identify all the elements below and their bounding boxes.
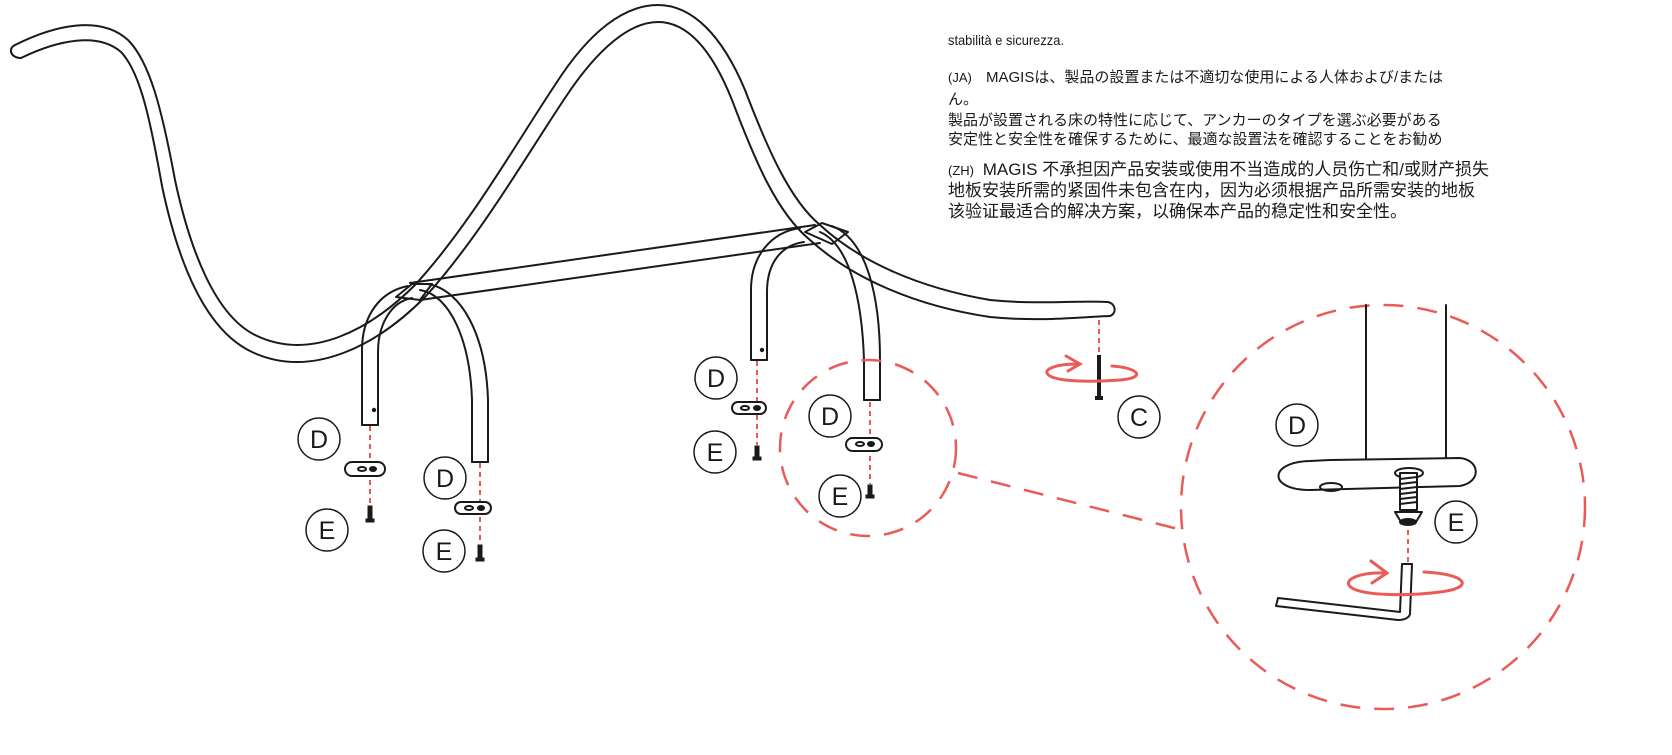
enlarged-screw bbox=[1394, 472, 1423, 526]
label-circle-d2 bbox=[423, 456, 467, 500]
frame-main-tube bbox=[9, 4, 1116, 363]
label-e3: E bbox=[707, 439, 724, 467]
label-circle-d4 bbox=[808, 394, 852, 438]
part-label-letters: D E D E D E D E C D E bbox=[310, 365, 1464, 566]
label-d3: D bbox=[707, 365, 725, 393]
label-d2: D bbox=[436, 465, 454, 493]
detail-circle-small bbox=[778, 358, 958, 538]
enlarged-plate bbox=[1277, 457, 1477, 492]
label-d1: D bbox=[310, 426, 328, 454]
detail-circle-large bbox=[1179, 303, 1587, 711]
label-c: C bbox=[1130, 404, 1148, 432]
plate-left-2 bbox=[454, 501, 492, 515]
part-c-screw bbox=[1045, 354, 1139, 400]
screw-left bbox=[365, 505, 375, 523]
label-circle-c bbox=[1117, 395, 1161, 439]
label-e4: E bbox=[832, 483, 849, 511]
instructions-ja-prefix: (JA) bbox=[948, 70, 972, 85]
label-e1: E bbox=[319, 517, 336, 545]
detail-connector bbox=[957, 471, 1183, 532]
mounting-plates bbox=[344, 401, 883, 515]
instructions-it-tail: stabilità e sicurezza. bbox=[948, 32, 1064, 48]
enlarged-detail bbox=[1275, 304, 1477, 621]
instructions-zh-line-2: 地板安装所需的紧固件未包含在内，因为必须根据产品所需安装的地板 bbox=[948, 181, 1475, 200]
label-circle-e5 bbox=[1434, 500, 1478, 544]
screws bbox=[365, 445, 875, 562]
instructions-zh-line-3: 该验证最适合的解决方案，以确保本产品的稳定性和安全性。 bbox=[948, 202, 1407, 221]
plate-right bbox=[731, 401, 767, 415]
label-circle-e3 bbox=[693, 430, 737, 474]
label-e5: E bbox=[1448, 509, 1465, 537]
rotation-arrow-icon bbox=[1347, 559, 1464, 597]
part-labels bbox=[297, 356, 1478, 573]
screw-right bbox=[752, 445, 762, 461]
instructions-zh-line-1: (ZH) MAGIS 不承担因产品安装或使用不当造成的人员伤亡和/或财产损失 bbox=[948, 160, 1489, 181]
instructions-ja-line-2: ん。 bbox=[948, 91, 979, 108]
instructions-zh-text-1: MAGIS 不承担因产品安装或使用不当造成的人员伤亡和/或财产损失 bbox=[982, 160, 1489, 179]
guide-lines bbox=[369, 320, 1409, 562]
detail-callout bbox=[778, 303, 1587, 711]
allen-key-icon bbox=[1275, 563, 1413, 621]
plate-right-2 bbox=[845, 437, 883, 452]
instructions-ja-line-1: (JA) MAGISは、製品の設置または不適切な使用による人体および/または bbox=[948, 68, 1443, 87]
label-d5: D bbox=[1288, 412, 1306, 440]
screw-left-2 bbox=[475, 544, 485, 562]
instructions-ja-text-1: MAGISは、製品の設置または不適切な使用による人体および/または bbox=[986, 69, 1444, 86]
instructions-ja-line-3: 製品が設置される床の特性に応じて、アンカーのタイプを選ぶ必要がある bbox=[948, 112, 1442, 129]
frame-right-leg bbox=[750, 225, 881, 401]
label-circle-e1 bbox=[305, 508, 349, 552]
label-circle-e4 bbox=[818, 474, 862, 518]
label-circle-d5 bbox=[1275, 403, 1319, 447]
screw-right-2 bbox=[865, 484, 875, 499]
label-e2: E bbox=[436, 538, 453, 566]
label-circle-d3 bbox=[694, 356, 738, 400]
frame-left-leg bbox=[361, 283, 489, 463]
plate-left bbox=[344, 461, 386, 477]
label-circle-e2 bbox=[422, 529, 466, 573]
label-d4: D bbox=[821, 403, 839, 431]
instructions-ja-line-4: 安定性と安全性を確保するために、最適な設置法を確認することをお勧め bbox=[948, 131, 1443, 148]
label-circle-d1 bbox=[297, 417, 341, 461]
instructions-zh-prefix: (ZH) bbox=[948, 163, 974, 178]
